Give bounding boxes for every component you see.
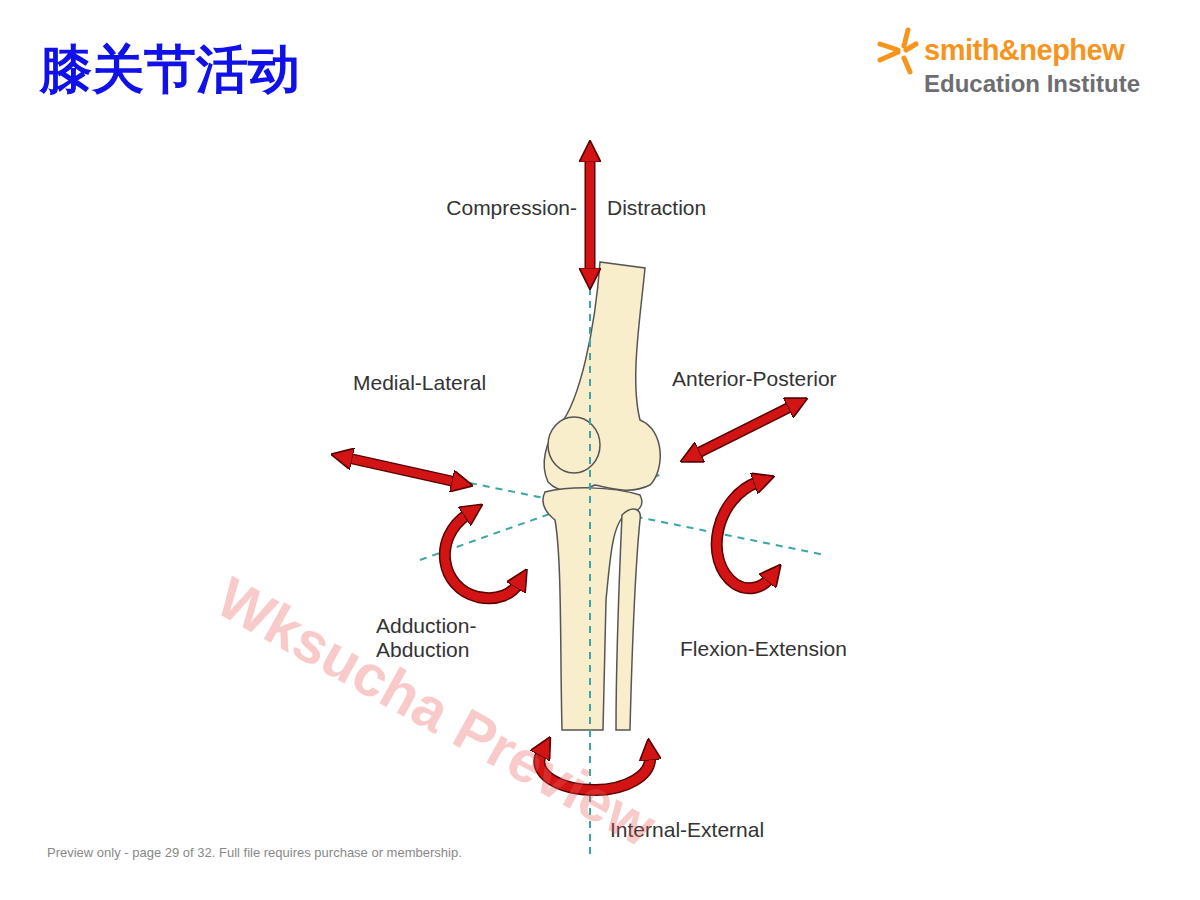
motion-label: Compression- [446, 196, 577, 220]
logo-name: smith&nephew [924, 34, 1124, 67]
logo-mark [880, 30, 916, 72]
knee-bones [543, 262, 660, 730]
motion-label: Medial-Lateral [353, 371, 486, 395]
motion-label: Flexion-Extension [680, 637, 847, 661]
logo-subtitle: Education Institute [924, 70, 1140, 98]
slide-title: 膝关节活动 [40, 40, 300, 100]
motion-label: Anterior-Posterior [672, 367, 837, 391]
footer-note: Preview only - page 29 of 32. Full file … [47, 846, 462, 861]
motion-label: Distraction [607, 196, 706, 220]
